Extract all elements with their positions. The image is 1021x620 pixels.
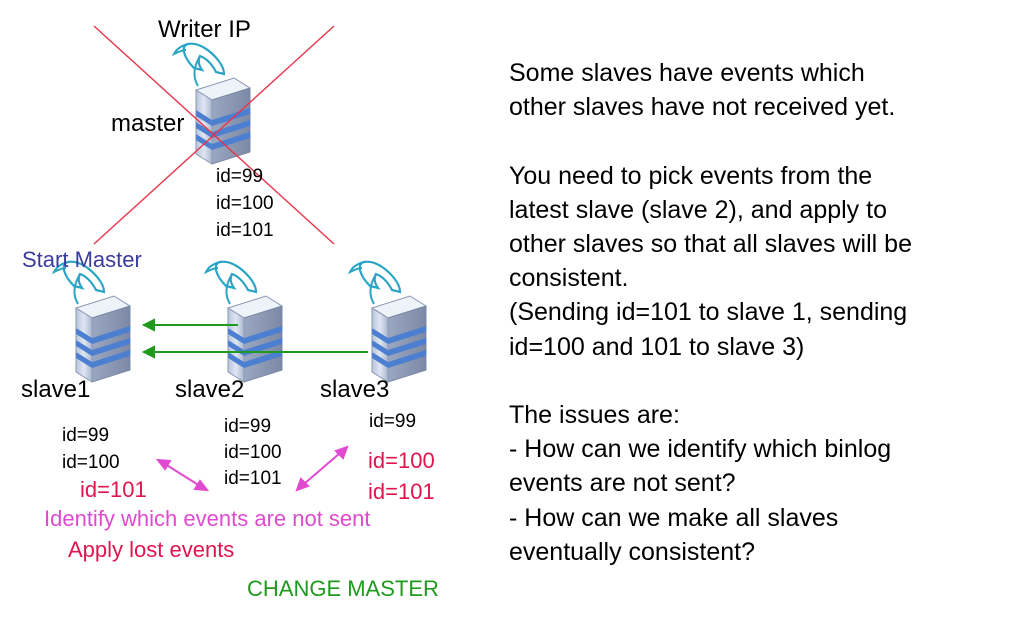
compare-arrow-slave1-slave2 <box>164 463 201 487</box>
start-master-label: Start Master <box>22 247 142 272</box>
slave3-id-item: id=99 <box>369 411 417 432</box>
master-id-item: id=99 <box>216 166 264 187</box>
writer-ip-label: Writer IP <box>158 16 251 43</box>
slave3-lost-id: id=100 <box>368 448 435 473</box>
explanation-line: eventually consistent? <box>509 537 755 566</box>
slave2-id-item: id=100 <box>224 442 282 463</box>
explanation-text: Some slaves have events which other slav… <box>509 56 912 569</box>
explanation-line: events are not sent? <box>509 469 736 498</box>
compare-arrow-slave2-slave3 <box>303 452 341 485</box>
master-label: master <box>111 110 185 137</box>
master-server-icon <box>172 42 252 166</box>
slave1-lost-id: id=101 <box>80 477 147 502</box>
slave1-server-icon <box>52 260 132 384</box>
slave1-id-item: id=100 <box>62 452 120 473</box>
slave1-label: slave1 <box>21 376 91 403</box>
explanation-line: consistent. <box>509 264 629 293</box>
identify-label: Identify which events are not sent <box>44 506 371 531</box>
explanation-line: The issues are: <box>509 401 680 429</box>
change-master-label: CHANGE MASTER <box>247 576 439 601</box>
explanation-line: (Sending id=101 to slave 1, sending <box>509 298 908 327</box>
slave3-label: slave3 <box>320 376 390 403</box>
replication-diagram <box>52 25 428 492</box>
slave1-id-item: id=99 <box>62 425 110 446</box>
explanation-line: You need to pick events from the <box>509 161 873 190</box>
master-ids: id=99 id=100 id=101 <box>216 163 274 244</box>
explanation-line: Some slaves have events which <box>509 59 865 87</box>
explanation-line: other slaves so that all slaves will be <box>509 230 912 258</box>
slave1-ids: id=99 id=100 <box>62 422 120 476</box>
slave3-lost-id: id=101 <box>368 479 435 504</box>
explanation-line: latest slave (slave 2), and apply to <box>509 195 887 224</box>
slave2-id-item: id=99 <box>224 416 272 437</box>
explanation-line: other slaves have not received yet. <box>509 93 896 122</box>
slave2-id-item: id=101 <box>224 468 282 489</box>
slave2-label: slave2 <box>175 376 245 403</box>
explanation-line <box>509 364 912 398</box>
cross-line-2 <box>93 25 335 245</box>
slave3-lost-ids: id=100 id=101 <box>368 445 435 507</box>
apply-lost-events-label: Apply lost events <box>68 537 235 562</box>
slave2-server-icon <box>204 260 284 384</box>
explanation-line: id=100 and 101 to slave 3) <box>509 332 805 361</box>
explanation-line: - How can we make all slaves <box>509 503 839 532</box>
master-id-item: id=100 <box>216 193 274 214</box>
master-id-item: id=101 <box>216 220 274 241</box>
explanation-line: - How can we identify which binlog <box>509 435 892 464</box>
explanation-line <box>509 124 912 158</box>
slave2-ids: id=99 id=100 id=101 <box>224 414 282 492</box>
slave3-server-icon <box>348 260 428 384</box>
